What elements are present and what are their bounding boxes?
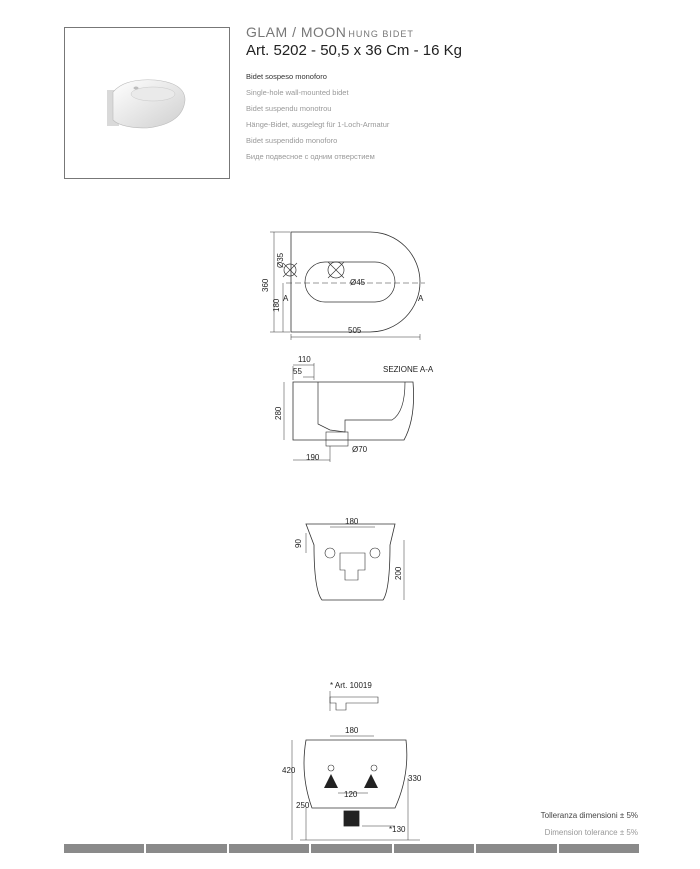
description-list: Bidet sospeso monoforo Single-hole wall-… <box>246 69 389 165</box>
footer-segment <box>393 844 475 853</box>
dim-rear-180: 180 <box>345 517 359 526</box>
description-it: Bidet sospeso monoforo <box>246 72 327 81</box>
article-title: Art. 5202 - 50,5 x 36 Cm - 16 Kg <box>246 42 462 59</box>
dim-plan-half: 180 <box>272 298 281 312</box>
dim-plan-width: 505 <box>348 326 362 335</box>
accessory-drawing <box>329 691 379 711</box>
description-fr: Bidet suspendu monotrou <box>246 104 332 113</box>
footer-segment <box>311 844 392 853</box>
installation-symbols <box>324 764 378 788</box>
installation-view <box>291 735 420 841</box>
description-en: Single-hole wall-mounted bidet <box>246 88 349 97</box>
section-title: SEZIONE A-A <box>383 365 434 374</box>
accessory-label: * Art. 10019 <box>330 681 372 690</box>
description-es: Bidet suspendido monoforo <box>246 136 338 145</box>
dim-130: *130 <box>389 825 406 834</box>
section-marker-left: A <box>283 294 289 303</box>
footer-segment <box>228 844 310 853</box>
footer-segment <box>558 844 639 853</box>
dim-55: 55 <box>293 367 302 376</box>
dim-280: 280 <box>274 406 283 420</box>
dim-install-180: 180 <box>345 726 359 735</box>
dim-plan-height: 360 <box>261 278 270 292</box>
dim-250: 250 <box>296 801 310 810</box>
footer-segment <box>64 844 145 853</box>
dim-rear-90: 90 <box>294 539 303 548</box>
footer-segment <box>146 844 227 853</box>
description-ru: Биде подвесное с одним отверстием <box>246 152 375 161</box>
section-marker-right: A <box>418 294 424 303</box>
description-de: Hänge-Bidet, ausgelegt für 1-Loch-Armatu… <box>246 120 390 129</box>
product-photo <box>64 27 230 179</box>
dim-330: 330 <box>408 774 422 783</box>
dim-110: 110 <box>298 355 311 364</box>
plan-view <box>270 231 425 340</box>
tolerance-en: Dimension tolerance ± 5% <box>544 828 638 837</box>
section-view <box>283 363 414 462</box>
dim-drain: Ø70 <box>352 445 368 454</box>
footer-bar <box>64 844 639 853</box>
tolerance-it: Tolleranza dimensioni ± 5% <box>540 811 638 820</box>
dim-hole-small: Ø35 <box>276 252 285 268</box>
dim-190: 190 <box>306 453 320 462</box>
dim-420: 420 <box>282 766 296 775</box>
rear-view <box>305 523 405 601</box>
footer-segment <box>476 844 557 853</box>
bidet-photo-illustration <box>107 79 186 129</box>
dim-120: 120 <box>344 790 358 799</box>
dim-hole-big: Ø45 <box>350 278 366 287</box>
dim-rear-200: 200 <box>394 566 403 580</box>
